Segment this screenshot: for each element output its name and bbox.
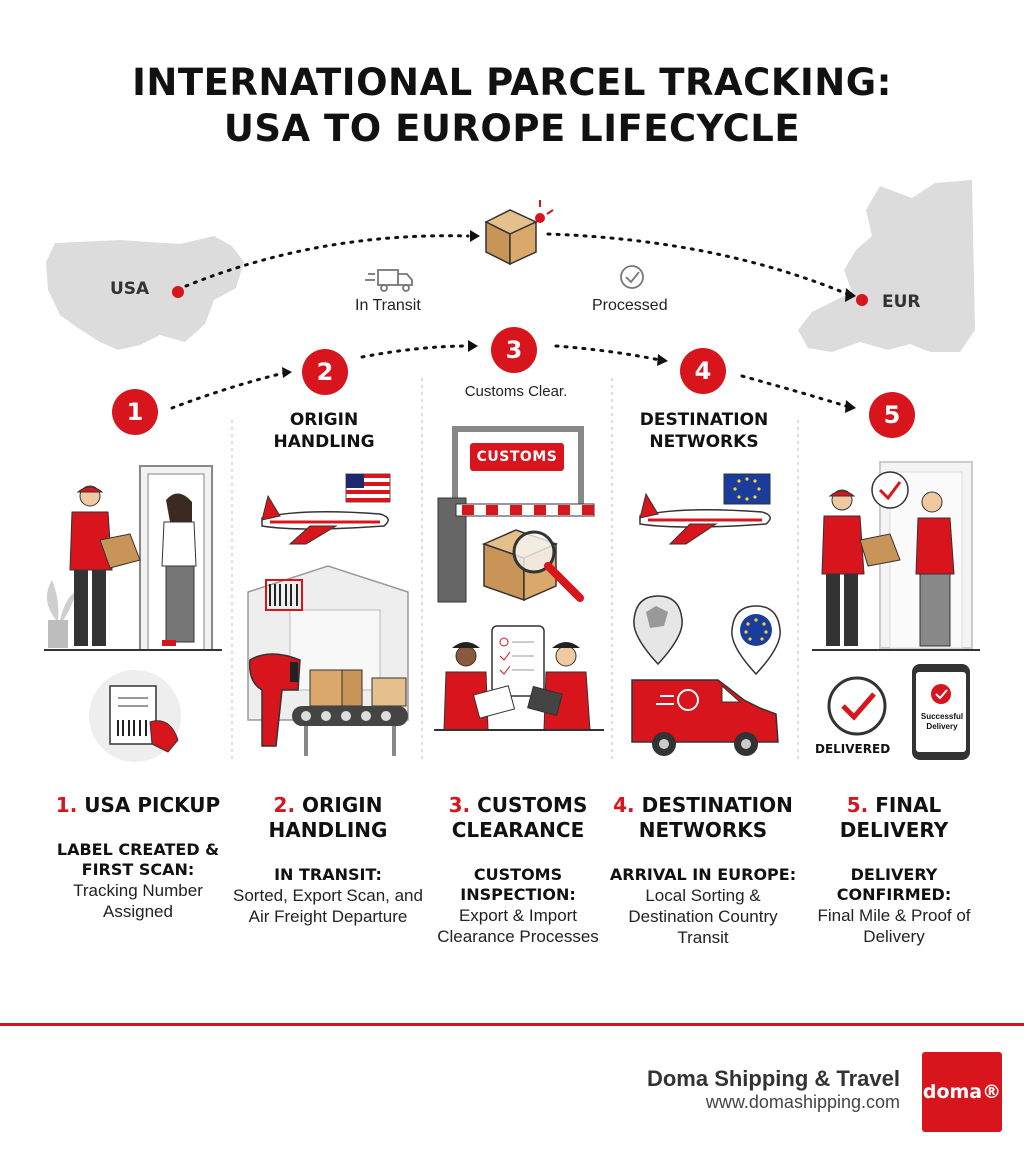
courier-figure-5 (821, 489, 901, 646)
step-number-5: 5 (869, 392, 915, 438)
brand-url[interactable]: www.domashipping.com (705, 1092, 900, 1112)
destination-label: EUR (882, 292, 921, 312)
check-circle-icon-delivered (827, 676, 887, 736)
title-line-2: USA TO EUROPE LIFECYCLE (223, 107, 801, 150)
stage-status-heading: LABEL CREATED & FIRST SCAN: (56, 840, 220, 879)
customer-figure-5 (915, 491, 955, 647)
conveyor-icon (292, 669, 408, 756)
stage-description: Final Mile & Proof of Delivery (817, 906, 971, 946)
stage-status-heading: DELIVERY CONFIRMED: (836, 865, 952, 904)
stage-status-heading: CUSTOMS INSPECTION: (460, 865, 576, 904)
stage-description: Sorted, Export Scan, and Air Freight Dep… (233, 886, 423, 926)
airplane-icon-destination (639, 492, 771, 545)
stage-heading-destination: DESTINATION NETWORKS (639, 410, 769, 452)
customs-officer-2 (527, 642, 591, 731)
usa-map (46, 236, 244, 350)
clipboard-icon (491, 625, 545, 697)
plant-icon (46, 580, 76, 648)
stage-status-heading: ARRIVAL IN EUROPE: (609, 865, 797, 884)
step-number-1: 1 (112, 389, 158, 435)
stage-status-heading: IN TRANSIT: (274, 865, 382, 884)
brand-name: Doma Shipping & Travel (646, 1066, 900, 1091)
shipping-label-icon (89, 670, 181, 762)
stage-heading-origin: ORIGIN HANDLING (273, 410, 375, 452)
step-number-2: 2 (302, 349, 348, 395)
stage-title: 1. USA PICKUP (55, 793, 221, 817)
parcel-box-icon (484, 200, 554, 266)
speech-check-icon (871, 471, 909, 509)
customs-gate-icon (437, 426, 595, 603)
brand-logo: doma® (922, 1052, 1002, 1132)
eu-flag-icon (723, 473, 771, 505)
map-pin-icon-eu (731, 605, 781, 676)
check-circle-icon (620, 265, 644, 289)
page-title: INTERNATIONAL PARCEL TRACKING: USA TO EU… (0, 60, 1024, 152)
stage-heading-customs: Customs Clear. (464, 383, 568, 400)
smartphone-icon (912, 664, 970, 760)
usa-flag-icon (345, 473, 391, 503)
processed-label: Processed (592, 297, 668, 314)
delivered-label: DELIVERED (815, 742, 891, 756)
customs-sign: CUSTOMS (470, 443, 564, 471)
title-line-1: INTERNATIONAL PARCEL TRACKING: (132, 61, 892, 104)
courier-figure-1 (69, 485, 141, 646)
delivery-van-icon (631, 679, 779, 756)
footer-divider (0, 1023, 1024, 1026)
stage-description: Export & Import Clearance Processes (437, 906, 599, 946)
in-transit-label: In Transit (355, 297, 421, 314)
phone-screen-text: Successful Delivery (920, 712, 964, 731)
magnifier-icon (512, 530, 584, 602)
stage-description: Local Sorting & Destination Country Tran… (628, 886, 778, 947)
step-number-3: 3 (491, 327, 537, 373)
europe-map (798, 180, 975, 352)
customer-figure-1 (161, 493, 197, 646)
stage-card-1: 1. USA PICKUP LABEL CREATED & FIRST SCAN… (40, 793, 236, 922)
lifecycle-illustration (44, 180, 980, 762)
route-path (184, 232, 854, 298)
truck-icon (365, 269, 413, 292)
step-number-4: 4 (680, 348, 726, 394)
origin-label: USA (110, 279, 150, 299)
barcode-scanner-icon (249, 653, 301, 747)
stage-description: Tracking Number Assigned (73, 881, 203, 921)
map-pin-icon (633, 595, 683, 666)
airplane-icon (261, 494, 389, 545)
